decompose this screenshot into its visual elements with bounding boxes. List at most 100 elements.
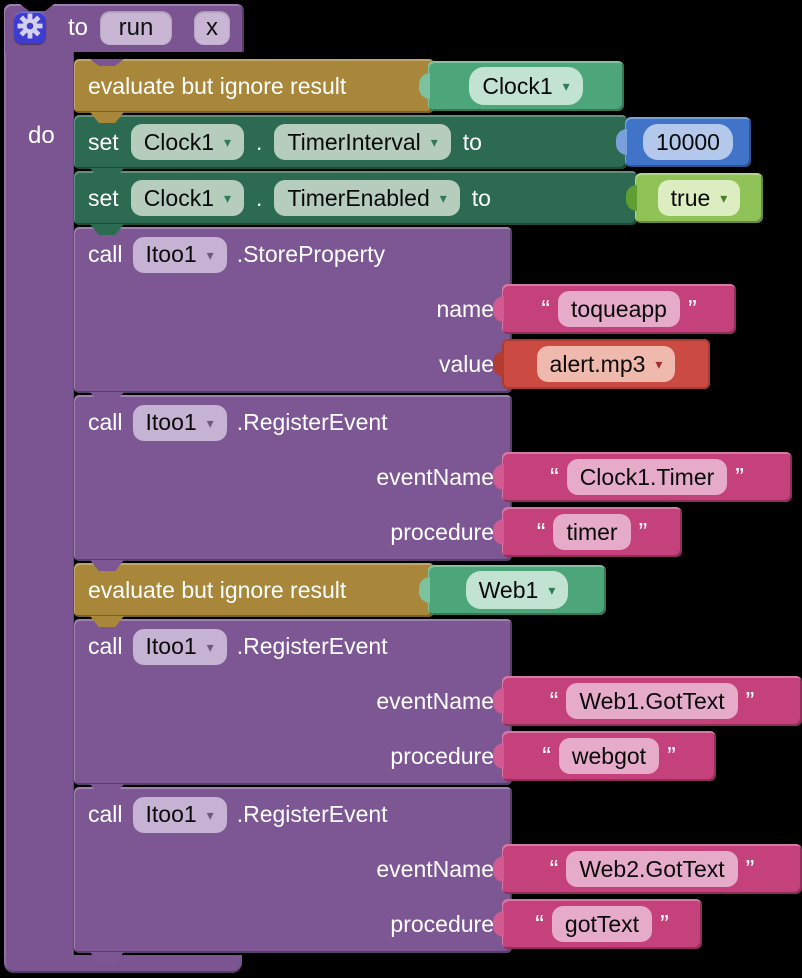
component-block-clock1[interactable]: Clock1 ▾ (419, 61, 624, 111)
open-quote: “ (541, 294, 551, 324)
chevron-down-icon: ▾ (562, 78, 570, 94)
call-registerevent-block-3[interactable]: call Itoo1 ▾ .RegisterEvent eventName pr… (74, 787, 802, 963)
chevron-down-icon: ▾ (224, 134, 232, 150)
set-label: set (88, 184, 119, 211)
connector-tab (90, 616, 124, 627)
gear-icon (17, 13, 43, 44)
close-quote: ” (745, 686, 755, 716)
string-block-web1gottext[interactable]: “ Web1.GotText ” (493, 676, 802, 726)
connector-tab (90, 560, 124, 571)
open-quote: “ (542, 741, 551, 771)
call-label: call (88, 241, 123, 267)
property-dropdown[interactable]: TimerInterval ▾ (274, 124, 451, 160)
arg-label-procedure: procedure (390, 519, 494, 545)
evaluate-label: evaluate but ignore result (88, 72, 347, 99)
mutator-gear-button[interactable] (14, 12, 46, 44)
component-dropdown[interactable]: Clock1 ▾ (130, 124, 245, 160)
arg-label-eventname: eventName (376, 856, 494, 882)
string-block-web2gottext[interactable]: “ Web2.GotText ” (493, 844, 802, 894)
number-block-10000[interactable]: 10000 (616, 117, 751, 167)
string-field[interactable]: timer (553, 514, 631, 550)
top-notch (20, 4, 54, 11)
chevron-down-icon: ▾ (206, 806, 214, 823)
string-field[interactable]: gotText (551, 906, 653, 942)
chevron-down-icon: ▾ (720, 190, 728, 206)
dot-label: . (256, 184, 263, 211)
close-quote: ” (745, 854, 755, 884)
arg-label-value: value (439, 351, 494, 377)
component-dropdown[interactable]: Web1 ▾ (465, 571, 569, 609)
connector-tab (90, 392, 124, 403)
connector-tab (90, 952, 124, 963)
set-timerenabled-block[interactable]: set Clock1 ▾ . TimerEnabled ▾ to true ▾ (74, 171, 802, 235)
string-block-toqueapp[interactable]: “ toqueapp ” (493, 284, 736, 334)
plug-connector (616, 129, 627, 155)
procedure-param-field[interactable]: x (194, 11, 231, 45)
open-quote: “ (535, 909, 544, 939)
string-block-gottext[interactable]: “ gotText ” (493, 899, 702, 949)
helper-block-alertmp3[interactable]: alert.mp3 ▾ (493, 339, 710, 389)
chevron-down-icon: ▾ (548, 582, 556, 598)
call-registerevent-block-2[interactable]: call Itoo1 ▾ .RegisterEvent eventName pr… (74, 619, 802, 795)
string-field[interactable]: Web1.GotText (566, 683, 738, 719)
plug-connector (493, 351, 504, 377)
component-dropdown[interactable]: Itoo1 ▾ (132, 236, 227, 273)
plug-connector (419, 73, 430, 99)
procedure-do-column[interactable]: do (4, 52, 74, 955)
plug-connector (493, 296, 504, 322)
plug-connector (493, 856, 504, 882)
evaluate-ignore-block-clock1[interactable]: evaluate but ignore result Clock1 ▾ (74, 59, 802, 123)
chevron-down-icon: ▾ (224, 190, 232, 206)
arg-label-procedure: procedure (390, 911, 494, 937)
set-label: set (88, 128, 119, 155)
chevron-down-icon: ▾ (206, 414, 214, 431)
call-label: call (88, 633, 123, 659)
close-quote: ” (638, 517, 648, 547)
procedure-definition-header[interactable]: to run x (4, 4, 244, 52)
call-storeproperty-block[interactable]: call Itoo1 ▾ .StoreProperty name value “… (74, 227, 802, 403)
component-dropdown[interactable]: Clock1 ▾ (130, 180, 245, 216)
top-notch (90, 59, 124, 66)
component-dropdown[interactable]: Itoo1 ▾ (132, 796, 227, 833)
asset-dropdown[interactable]: alert.mp3 ▾ (536, 346, 676, 382)
number-field[interactable]: 10000 (643, 124, 733, 160)
string-field[interactable]: toqueapp (558, 291, 680, 327)
plug-connector (626, 185, 637, 211)
string-block-webgot[interactable]: “ webgot ” (493, 731, 716, 781)
close-quote: ” (687, 294, 697, 324)
plug-connector (493, 464, 504, 490)
arg-label-procedure: procedure (390, 743, 494, 769)
call-label: call (88, 409, 123, 435)
method-label: .RegisterEvent (236, 633, 388, 659)
chevron-down-icon: ▾ (206, 638, 214, 655)
string-block-timer[interactable]: “ timer ” (493, 507, 682, 557)
component-block-web1[interactable]: Web1 ▾ (419, 565, 606, 615)
evaluate-ignore-block-web1[interactable]: evaluate but ignore result Web1 ▾ (74, 563, 802, 627)
logic-dropdown[interactable]: true ▾ (657, 180, 741, 216)
property-dropdown[interactable]: TimerEnabled ▾ (274, 180, 460, 216)
to-label: to (462, 128, 482, 155)
evaluate-label: evaluate but ignore result (88, 576, 347, 603)
method-label: .StoreProperty (236, 241, 385, 267)
close-quote: ” (667, 741, 676, 771)
connector-tab (90, 224, 124, 235)
string-field[interactable]: Web2.GotText (566, 851, 738, 887)
string-field[interactable]: webgot (558, 738, 660, 774)
logic-block-true[interactable]: true ▾ (626, 173, 763, 223)
plug-connector (493, 911, 504, 937)
component-dropdown[interactable]: Itoo1 ▾ (132, 404, 227, 441)
component-dropdown[interactable]: Clock1 ▾ (469, 67, 583, 105)
chevron-down-icon: ▾ (655, 356, 663, 372)
close-quote: ” (660, 909, 669, 939)
dot-label: . (256, 128, 263, 155)
set-timerinterval-block[interactable]: set Clock1 ▾ . TimerInterval ▾ to 10000 (74, 115, 802, 179)
plug-connector (419, 577, 430, 603)
call-registerevent-block-1[interactable]: call Itoo1 ▾ .RegisterEvent eventName pr… (74, 395, 802, 571)
string-field[interactable]: Clock1.Timer (566, 459, 728, 495)
string-block-clock1timer[interactable]: “ Clock1.Timer ” (493, 452, 792, 502)
procedure-name-field[interactable]: run (100, 11, 173, 45)
component-dropdown[interactable]: Itoo1 ▾ (132, 628, 227, 665)
chevron-down-icon: ▾ (206, 246, 214, 263)
arg-label-eventname: eventName (376, 464, 494, 490)
